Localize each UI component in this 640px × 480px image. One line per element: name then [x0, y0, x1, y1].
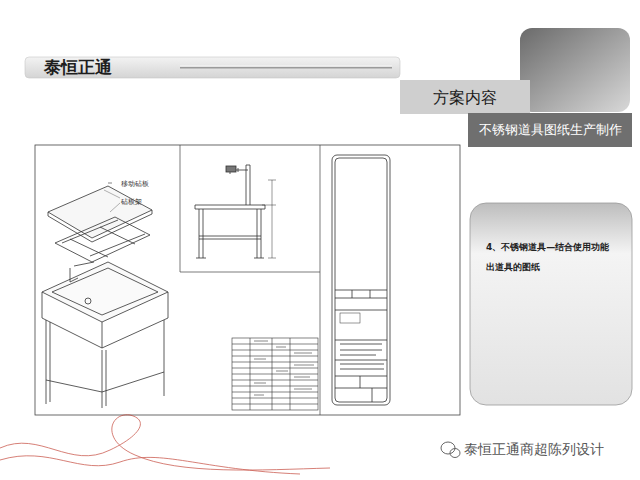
section-band: 不锈钢道具图纸生产制作 — [468, 115, 632, 145]
node-text: 不锈钢道具图纸生产制作 — [479, 122, 622, 138]
section-tab: 方案内容 — [405, 83, 525, 111]
part-label: 移动砧板 — [121, 180, 149, 188]
node-text: 4、不锈钢道具—结合使用功能出道具的图纸 — [486, 237, 616, 277]
watermark: 泰恒正通商超陈列设计 — [464, 441, 604, 458]
slide-title: 泰恒正通 — [44, 57, 112, 78]
node-text: 方案内容 — [433, 87, 497, 108]
description-panel: 4、不锈钢道具—结合使用功能出道具的图纸 — [470, 203, 632, 405]
part-label: 砧板架 — [121, 198, 142, 206]
